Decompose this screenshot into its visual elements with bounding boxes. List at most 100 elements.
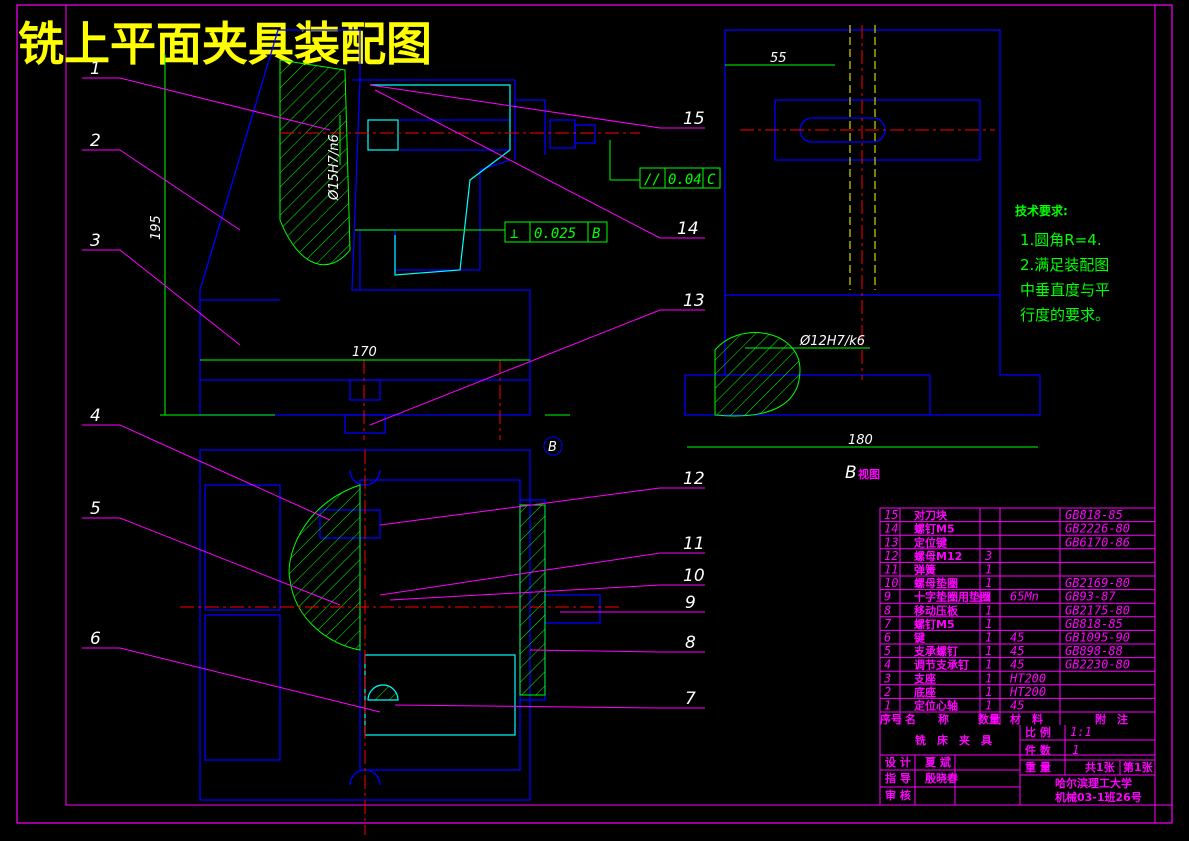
parallel-symbol: // [644, 172, 661, 188]
bom-qty: 1 [985, 563, 992, 577]
b-section-hatch [714, 332, 801, 417]
bom-qty: 1 [985, 685, 992, 699]
perp-symbol: ⊥ [510, 226, 518, 242]
tech-note-line: 行度的要求。 [1020, 306, 1110, 324]
balloon-10: 10 [683, 566, 705, 586]
balloon-3: 3 [90, 231, 101, 251]
bom-header-name: 名 称 [905, 712, 949, 726]
balloon-14: 14 [677, 219, 699, 239]
bom-no: 11 [884, 563, 898, 577]
tb-weight-label: 重 量 [1025, 760, 1051, 774]
bom-std: GB818-85 [1065, 508, 1123, 522]
bom-qty: 1 [985, 699, 992, 713]
bom-qty: 1 [985, 644, 992, 658]
bom-qty: 1 [985, 631, 992, 645]
tb-school: 哈尔滨理工大学 [1055, 776, 1132, 790]
svg-text:B: B [548, 440, 557, 455]
balloon-9: 9 [685, 593, 696, 613]
perp-value: 0.025 [534, 226, 576, 242]
bom-no: 13 [884, 535, 898, 549]
tech-note-line: 2.满足装配图 [1020, 256, 1109, 274]
bom-no: 4 [884, 658, 891, 672]
balloon-6: 6 [90, 629, 101, 649]
bom-no: 1 [884, 699, 891, 713]
fit-15: Ø15H7/n6 [327, 134, 342, 201]
bom-qty: 1 [985, 576, 992, 590]
tb-sheets: 共1张 [1085, 760, 1116, 774]
bom-name: 定位心轴 [914, 699, 958, 713]
drawing-title: 铣上平面夹具装配图 [18, 17, 432, 71]
bom-header-no: 序号 [880, 712, 902, 726]
bom-material: 65Mn [1010, 590, 1039, 604]
bom-std: GB2169-80 [1065, 576, 1130, 590]
bom-qty: 1 [985, 603, 992, 617]
balloon-8: 8 [685, 633, 696, 653]
dim-170: 170 [352, 345, 377, 360]
bom-no: 12 [884, 549, 898, 563]
bom-material: 45 [1010, 644, 1024, 658]
bom-no: 6 [884, 631, 891, 645]
bom-name: 对刀块 [914, 508, 948, 522]
b-view-letter: B [845, 463, 857, 483]
dim-195: 195 [149, 215, 164, 240]
balloon-5: 5 [90, 499, 101, 519]
balloon-4: 4 [90, 406, 101, 426]
balloon-2: 2 [90, 131, 101, 151]
balloon-13: 13 [683, 291, 705, 311]
inner-frame [65, 4, 1173, 806]
bom-name: 螺母M12 [914, 549, 962, 563]
bom-material: 45 [1010, 631, 1024, 645]
dim-55: 55 [770, 51, 787, 66]
bom-material: HT200 [1009, 685, 1046, 699]
tb-drawing-name: 铣 床 夹 具 [915, 733, 992, 747]
bom-header-material: 材 料 [1010, 712, 1043, 726]
bom-qty: 3 [984, 549, 992, 563]
balloon-1: 1 [90, 59, 101, 79]
bom-no: 9 [884, 590, 891, 604]
front-view [199, 29, 596, 434]
bom-qty: 1 [985, 590, 992, 604]
bom-name: 底座 [914, 685, 936, 699]
bom-name: 螺钉M5 [914, 617, 955, 631]
perp-datum: B [592, 226, 600, 242]
tb-sheet-no: 第1张 [1123, 760, 1154, 774]
tb-tutor-label: 指 导 [885, 771, 911, 785]
b-view-suffix: 视图 [858, 467, 880, 481]
tb-tutor: 殷晓春 [925, 771, 959, 785]
bom-no: 15 [884, 508, 898, 522]
bom-qty: 1 [985, 658, 992, 672]
leader-lines [82, 77, 705, 713]
tb-count: 1 [1072, 743, 1079, 757]
bom-material: 45 [1010, 699, 1024, 713]
parallel-value: 0.04 [668, 172, 702, 188]
tech-note-line: 1.圆角R=4. [1020, 231, 1102, 249]
bom-name: 螺钉M5 [914, 522, 955, 536]
tech-notes-heading: 技术要求: [1015, 203, 1068, 218]
bom-name: 弹簧 [914, 563, 936, 577]
section-marker [543, 436, 563, 456]
bom-name: 螺母垫圈 [914, 576, 958, 590]
balloon-11: 11 [683, 534, 705, 554]
bom-name: 十字垫圈用垫圈 [914, 590, 991, 604]
bom-header-remark: 附 注 [1095, 712, 1128, 726]
tb-designer: 夏 斌 [925, 755, 951, 769]
fit-12: Ø12H7/k6 [799, 334, 865, 349]
bom-name: 移动压板 [914, 603, 959, 617]
top-section-hatch [288, 484, 361, 651]
bom-qty: 1 [985, 617, 992, 631]
bom-qty: 1 [985, 671, 992, 685]
parallel-datum: C [707, 172, 716, 188]
bom-no: 3 [883, 671, 891, 685]
bom-std: GB818-85 [1065, 617, 1123, 631]
balloon-15: 15 [683, 109, 705, 129]
bom-std: GB2175-80 [1065, 603, 1130, 617]
bom-no: 14 [884, 522, 898, 536]
tb-class: 机械03-1班26号 [1055, 790, 1142, 804]
bom-std: GB93-87 [1065, 590, 1116, 604]
bom-name: 支承螺钉 [913, 644, 958, 658]
bom-std: GB898-88 [1065, 644, 1123, 658]
bom-name: 键 [913, 631, 926, 645]
balloon-7: 7 [685, 689, 696, 709]
